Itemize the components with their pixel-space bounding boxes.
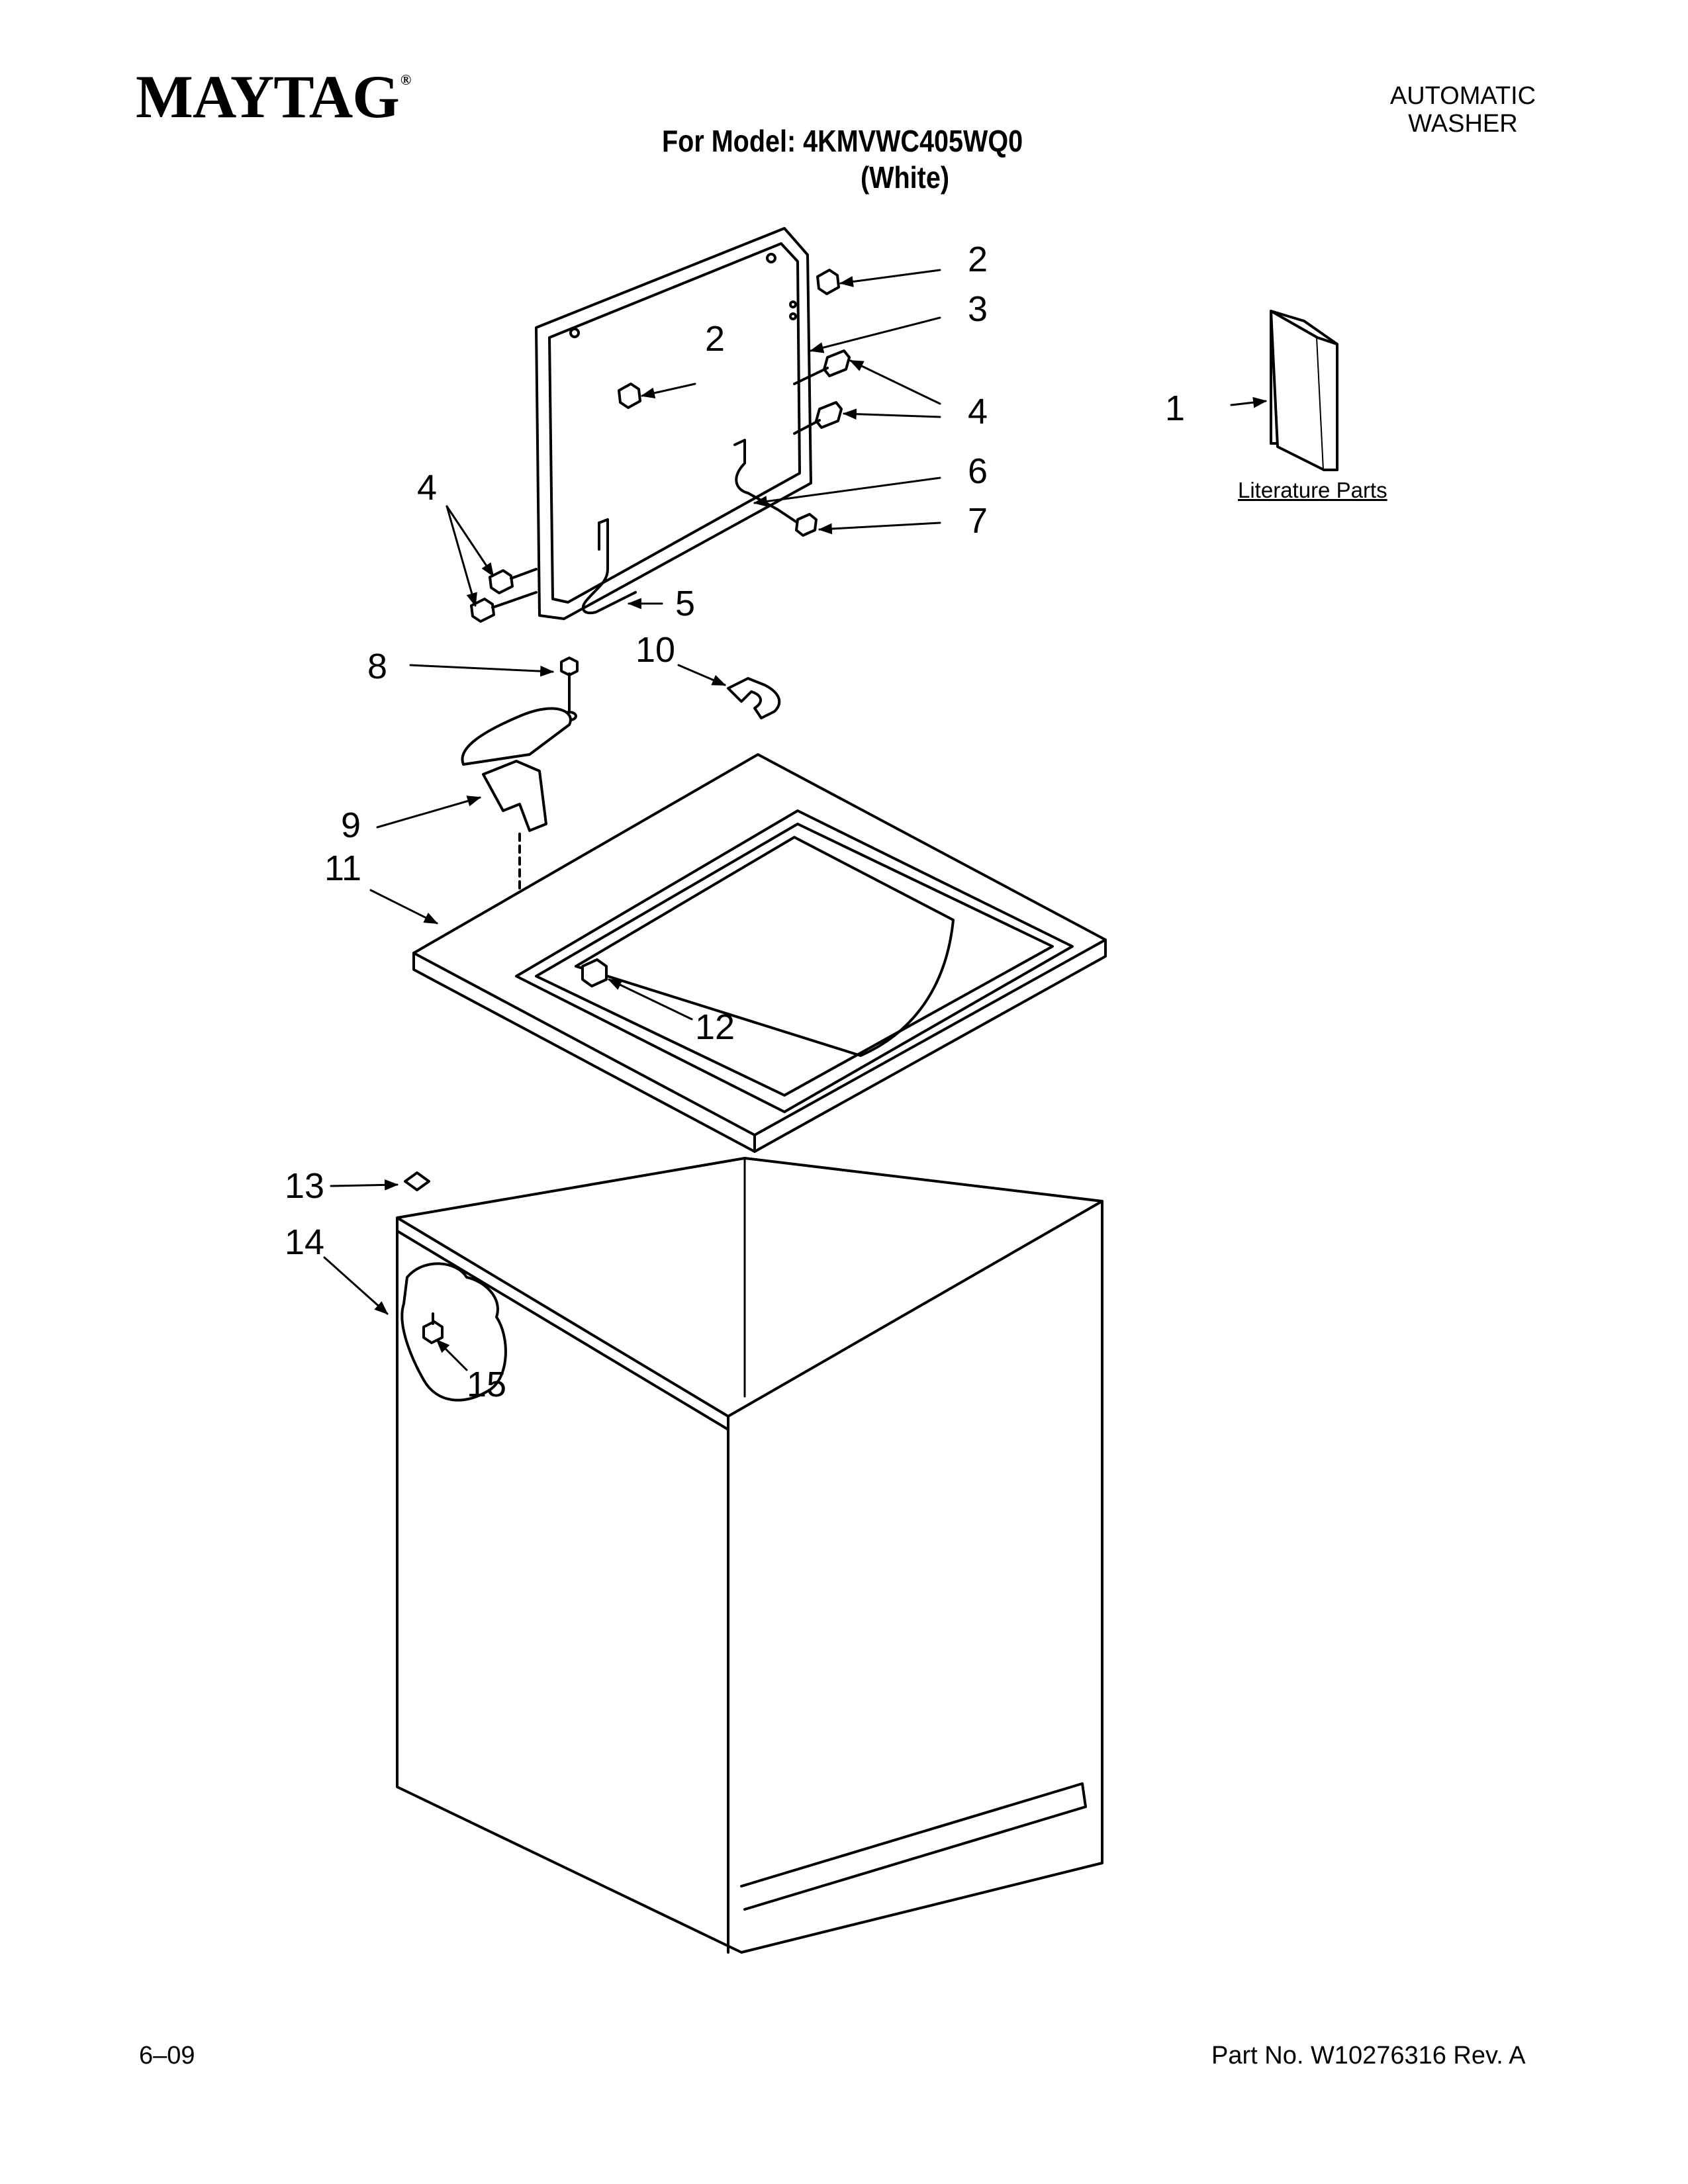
- callout-label: 10: [635, 630, 676, 670]
- callout-label: 2: [968, 240, 988, 279]
- callout-leaders: [323, 269, 1268, 1371]
- lid-frame: [535, 227, 812, 620]
- callout-label: 6: [968, 451, 988, 491]
- callout-label: 4: [417, 468, 438, 508]
- callout-label: 4: [968, 392, 988, 432]
- callout-label: 1: [1165, 388, 1186, 428]
- top-panel: [412, 753, 1107, 1153]
- callout-label: 14: [285, 1222, 325, 1262]
- callout-label: 9: [341, 805, 361, 845]
- callout-label: 11: [324, 848, 362, 888]
- callout-label: 15: [467, 1365, 507, 1404]
- callout-label: 5: [675, 584, 696, 623]
- fill-nozzle: [581, 958, 608, 987]
- callout-label: 13: [285, 1166, 325, 1206]
- product-type: AUTOMATIC WASHER: [1389, 82, 1536, 138]
- callout-label: 8: [367, 647, 388, 686]
- literature-parts-label: Literature Parts: [1238, 478, 1387, 502]
- cabinet-clip: [404, 1171, 430, 1191]
- lid-switch: [461, 707, 572, 928]
- model-title: For Model: 4KMVWC405WQ0: [662, 124, 1023, 158]
- lid-hinge-left: [581, 518, 637, 615]
- lid-hinge-right: [733, 439, 818, 537]
- callout-label: 12: [695, 1007, 735, 1047]
- part-number: Part No. W10276316 Rev. A: [1211, 2042, 1526, 2070]
- switch-screw: [560, 657, 579, 721]
- cabinet: [396, 1157, 1103, 1954]
- revision-date: 6–09: [139, 2042, 195, 2070]
- brand-logo: MAYTAG®: [136, 63, 411, 130]
- literature-booklet: [1270, 310, 1338, 471]
- model-variant: (White): [861, 160, 950, 195]
- hose-clip: [727, 677, 781, 719]
- callout-label: 7: [968, 501, 988, 541]
- callout-label: 2: [705, 319, 726, 359]
- lid-bumper: [618, 269, 840, 409]
- cabinet-cutaway: [400, 1262, 507, 1402]
- callout-label: 3: [968, 289, 988, 329]
